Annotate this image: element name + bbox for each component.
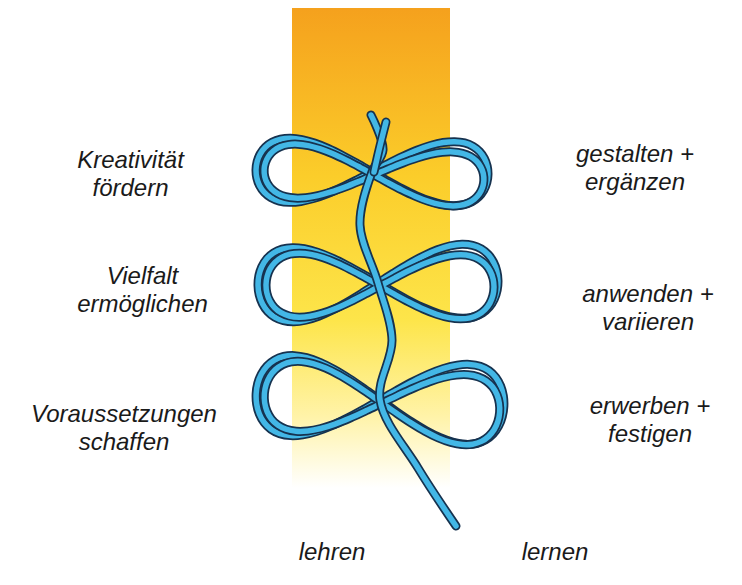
ribbon-outline: [374, 122, 386, 172]
stage-label: erwerben + festigen: [575, 392, 725, 447]
ribbon-outline: [360, 115, 456, 526]
stage-label: Kreativität fördern: [38, 146, 223, 201]
stage-label: Voraussetzungen schaffen: [8, 400, 240, 455]
axis-label: lernen: [505, 538, 605, 566]
stage-label: gestalten + ergänzen: [560, 140, 710, 195]
stage-label: anwenden + variieren: [568, 280, 728, 335]
ribbon-strand: [374, 122, 386, 172]
ribbon-loops: [256, 115, 504, 526]
stage-label: Vielfalt ermöglichen: [45, 262, 240, 317]
axis-label: lehren: [282, 538, 382, 566]
ribbon-strand: [360, 115, 456, 526]
